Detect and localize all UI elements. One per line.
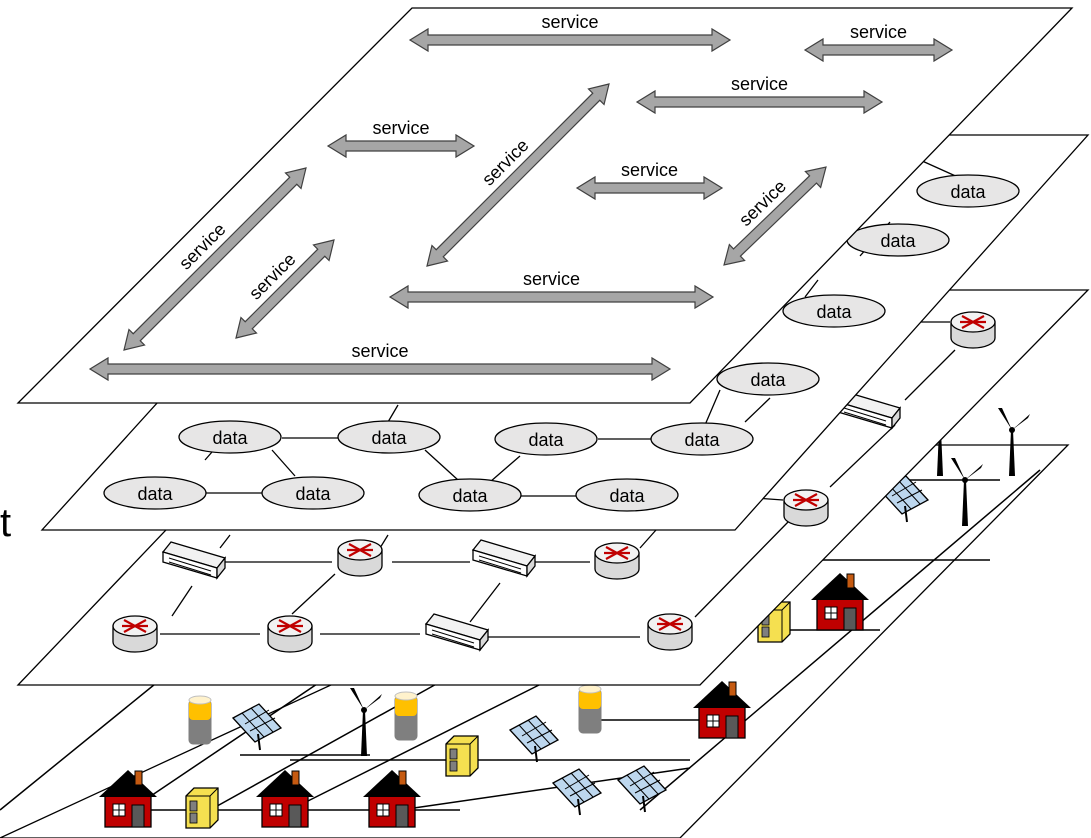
- data-node: data: [337, 420, 441, 454]
- data-node: data: [846, 223, 950, 257]
- data-node: data: [418, 478, 522, 512]
- service-arrow: service: [326, 118, 476, 159]
- router-icon: [266, 614, 314, 654]
- svg-text:data: data: [880, 231, 916, 251]
- battery-icon: [578, 684, 602, 734]
- svg-text:data: data: [137, 484, 173, 504]
- service-arrow: service: [408, 12, 732, 53]
- svg-text:data: data: [452, 486, 488, 506]
- router-icon: [782, 488, 830, 528]
- service-arrow: service: [388, 269, 715, 310]
- service-label: service: [731, 74, 788, 94]
- svg-text:data: data: [212, 428, 248, 448]
- svg-text:data: data: [609, 486, 645, 506]
- data-node: data: [178, 420, 282, 454]
- svg-text:data: data: [950, 182, 986, 202]
- service-label: service: [541, 12, 598, 32]
- data-node: data: [916, 174, 1020, 208]
- svg-text:data: data: [295, 484, 331, 504]
- clipped-edge-text: t: [0, 501, 11, 545]
- battery-icon: [188, 695, 212, 745]
- svg-text:data: data: [750, 370, 786, 390]
- battery-icon: [394, 691, 418, 741]
- service-label: service: [372, 118, 429, 138]
- smart-meter-icon: [185, 787, 219, 829]
- router-icon: [336, 538, 384, 578]
- svg-text:data: data: [371, 428, 407, 448]
- data-node: data: [494, 422, 598, 456]
- svg-text:data: data: [816, 302, 852, 322]
- router-icon: [646, 612, 694, 652]
- data-node: data: [575, 478, 679, 512]
- service-label: service: [523, 269, 580, 289]
- router-icon: [111, 614, 159, 654]
- smart-meter-icon: [445, 735, 479, 777]
- service-label: service: [850, 22, 907, 42]
- data-node: data: [261, 476, 365, 510]
- svg-text:data: data: [684, 430, 720, 450]
- service-arrow: service: [635, 74, 884, 115]
- router-icon: [593, 541, 641, 581]
- data-node: data: [716, 362, 820, 396]
- service-arrow: service: [803, 22, 954, 63]
- service-arrow: service: [88, 341, 672, 382]
- service-arrow: service: [575, 160, 724, 201]
- svg-text:data: data: [528, 430, 564, 450]
- data-node: data: [103, 476, 207, 510]
- router-icon: [949, 310, 997, 350]
- data-node: data: [650, 422, 754, 456]
- data-node: data: [782, 294, 886, 328]
- service-label: service: [351, 341, 408, 361]
- service-label: service: [621, 160, 678, 180]
